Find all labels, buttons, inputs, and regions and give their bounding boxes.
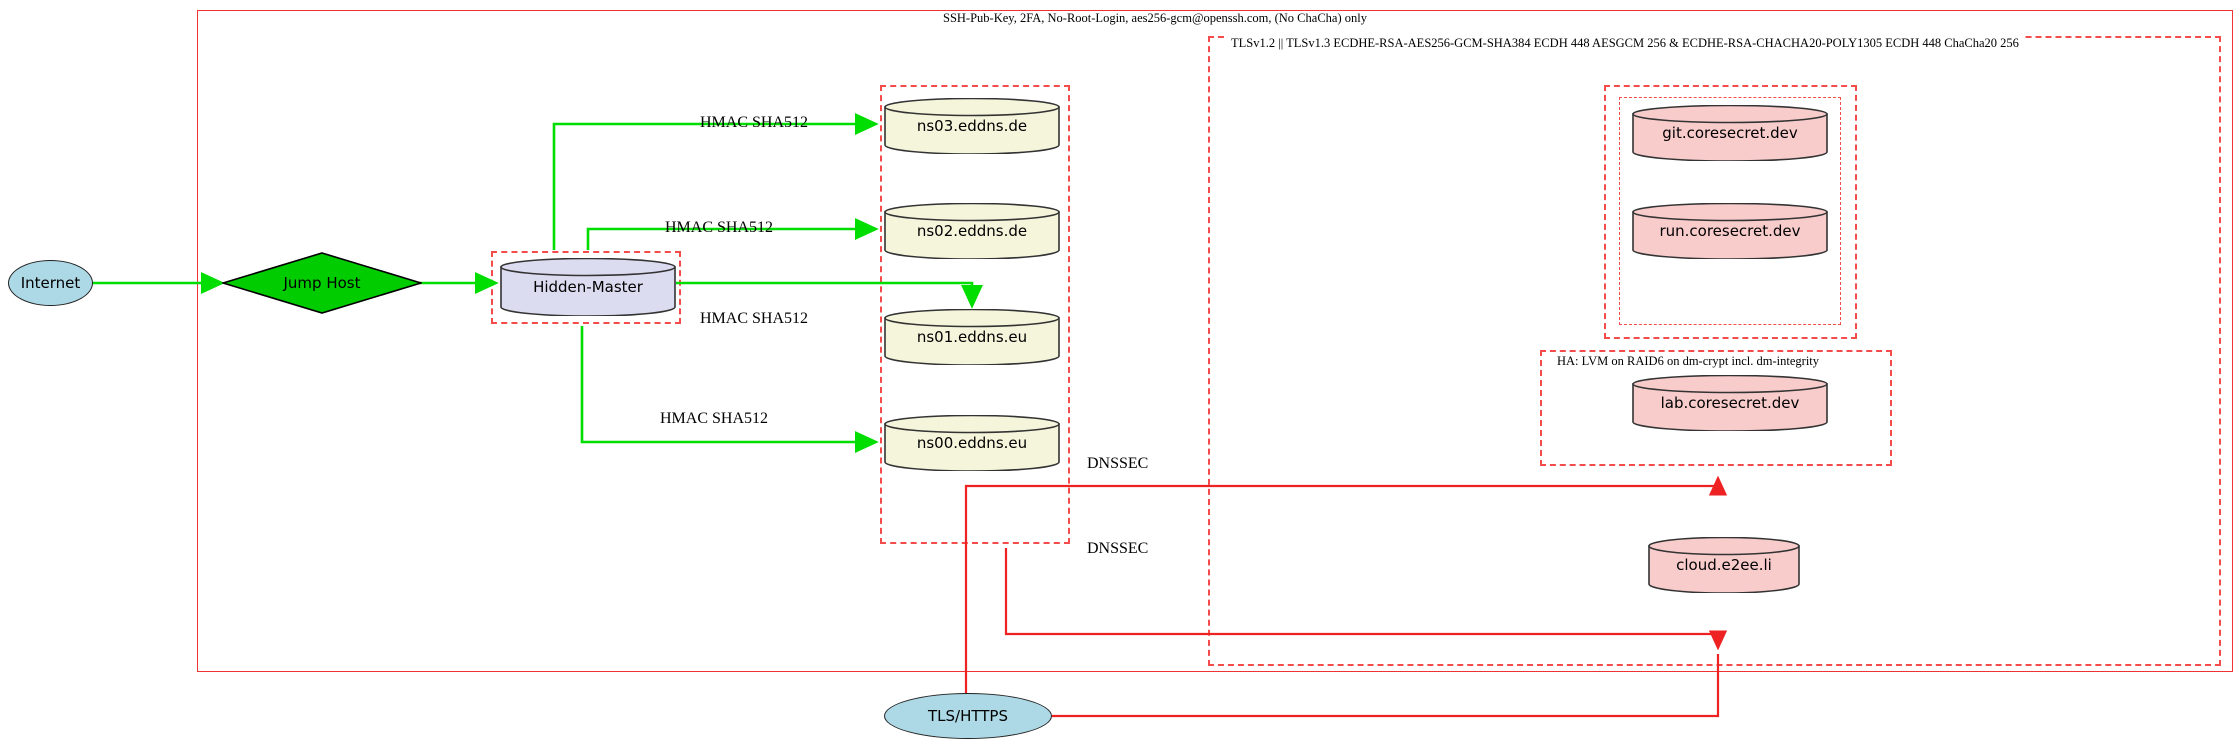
jump-host-diamond-shape — [222, 252, 422, 314]
node-cloud-e2ee-label: cloud.e2ee.li — [1676, 556, 1772, 574]
run-coresecret-cylinder-shape — [1632, 203, 1828, 259]
service-zone-boundary — [1604, 85, 1857, 339]
node-ns01-label: ns01.eddns.eu — [916, 328, 1028, 346]
node-run-coresecret-label: run.coresecret.dev — [1659, 222, 1801, 240]
edge-label-dnssec-lower: DNSSEC — [1087, 540, 1149, 557]
node-tls-https[interactable]: TLS/HTTPS — [884, 693, 1052, 739]
node-ns03[interactable]: ns03.eddns.de — [884, 98, 1060, 154]
node-internet-label: Internet — [20, 274, 81, 292]
ns00-cylinder-shape — [884, 415, 1060, 471]
hidden-master-cylinder-shape — [500, 258, 676, 316]
node-lab-coresecret-label: lab.coresecret.dev — [1660, 394, 1800, 412]
ns01-cylinder-shape — [884, 309, 1060, 365]
node-ns00[interactable]: ns00.eddns.eu — [884, 415, 1060, 471]
node-run-coresecret[interactable]: run.coresecret.dev — [1632, 203, 1828, 259]
ha-boundary-label: HA: LVM on RAID6 on dm-crypt incl. dm-in… — [1554, 354, 1823, 368]
node-tls-https-label: TLS/HTTPS — [927, 707, 1008, 725]
node-git-coresecret[interactable]: git.coresecret.dev — [1632, 105, 1828, 161]
node-cloud-e2ee[interactable]: cloud.e2ee.li — [1648, 537, 1800, 593]
node-git-coresecret-label: git.coresecret.dev — [1662, 124, 1798, 142]
edge-label-hmac-ns02: HMAC SHA512 — [665, 219, 774, 236]
ha-zone-boundary — [1540, 350, 1892, 466]
node-jump-host[interactable]: Jump Host — [222, 252, 422, 314]
node-hidden-master-label: Hidden-Master — [533, 278, 643, 296]
node-ns01[interactable]: ns01.eddns.eu — [884, 309, 1060, 365]
node-jump-host-label: Jump Host — [283, 274, 361, 292]
node-ns02[interactable]: ns02.eddns.de — [884, 203, 1060, 259]
ns03-cylinder-shape — [884, 98, 1060, 154]
edge-label-hmac-ns00: HMAC SHA512 — [660, 410, 769, 427]
lab-coresecret-cylinder-shape — [1632, 375, 1828, 431]
node-ns03-label: ns03.eddns.de — [916, 117, 1028, 135]
cloud-e2ee-cylinder-shape — [1648, 537, 1800, 593]
node-internet[interactable]: Internet — [8, 260, 93, 306]
ns02-cylinder-shape — [884, 203, 1060, 259]
ssh-boundary-label: SSH-Pub-Key, 2FA, No-Root-Login, aes256-… — [940, 11, 1370, 25]
tls-boundary-label: TLSv1.2 || TLSv1.3 ECDHE-RSA-AES256-GCM-… — [1228, 36, 2022, 50]
edge-label-dnssec-upper: DNSSEC — [1087, 455, 1149, 472]
node-ns02-label: ns02.eddns.de — [916, 222, 1028, 240]
node-hidden-master[interactable]: Hidden-Master — [500, 258, 676, 316]
node-ns00-label: ns00.eddns.eu — [916, 434, 1028, 452]
edge-label-hmac-ns01: HMAC SHA512 — [700, 310, 809, 327]
service-inner-zone-boundary — [1619, 97, 1841, 325]
edge-label-hmac-ns03: HMAC SHA512 — [700, 114, 809, 131]
node-lab-coresecret[interactable]: lab.coresecret.dev — [1632, 375, 1828, 431]
git-coresecret-cylinder-shape — [1632, 105, 1828, 161]
